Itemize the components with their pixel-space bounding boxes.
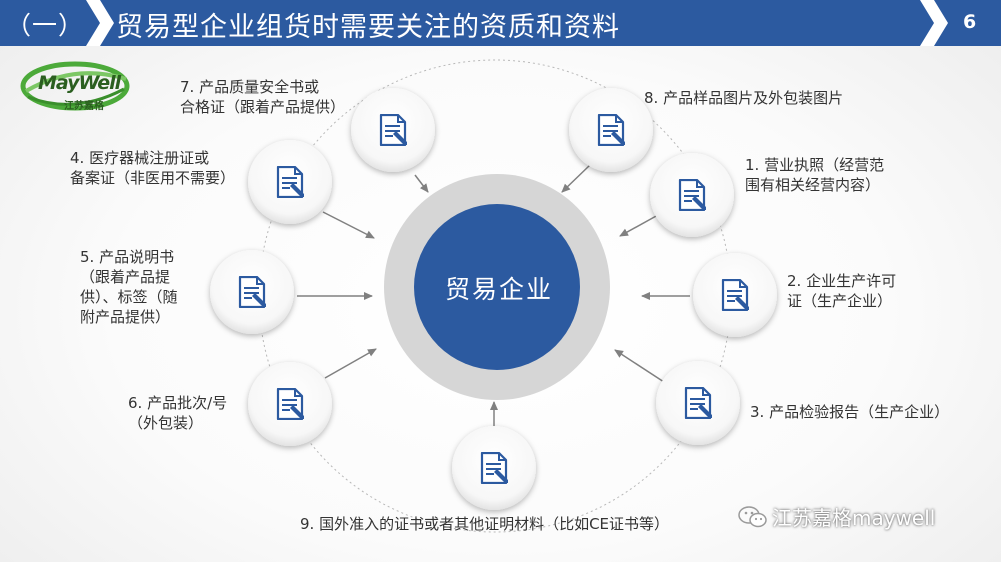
item-label-line: 1. 营业执照（经营范 (745, 156, 885, 174)
arrow-6 (324, 348, 377, 379)
item-label-line: （跟着产品提 (80, 268, 171, 286)
document-pen-icon (721, 279, 750, 311)
item-label-8: 8. 产品样品图片及外包装图片 (644, 88, 843, 108)
document-pen-icon (684, 387, 713, 419)
document-pen-icon (238, 276, 267, 308)
node-9 (452, 426, 536, 510)
item-label-line: 5. 产品说明书 (80, 248, 175, 266)
document-pen-icon (480, 452, 509, 484)
item-label-line: 围有相关经营内容） (745, 176, 881, 194)
page-title: 贸易型企业组货时需要关注的资质和资料 (116, 12, 620, 43)
item-label-3: 3. 产品检验报告（生产企业） (750, 402, 949, 422)
node-4 (248, 140, 332, 224)
item-label-line: 附产品提供） (80, 308, 171, 326)
item-label-line: 合格证（跟着产品提供） (180, 98, 346, 116)
watermark-text: 江苏嘉格maywell (772, 506, 936, 530)
wechat-icon (738, 506, 767, 528)
arrow-8 (561, 164, 591, 193)
center-circle (414, 204, 580, 370)
header-chevron-icon (86, 0, 114, 46)
arrow-7 (414, 174, 429, 193)
item-label-6: 6. 产品批次/号 （外包装） (128, 393, 227, 433)
header-chevron-icon (920, 0, 948, 46)
item-label-9: 9. 国外准入的证书或者其他证明材料（比如CE证书等） (300, 514, 669, 534)
item-label-line: 6. 产品批次/号 (128, 394, 228, 412)
item-label-7: 7. 产品质量安全书或 合格证（跟着产品提供） (180, 77, 345, 117)
item-label-1: 1. 营业执照（经营范 围有相关经营内容） (745, 155, 884, 195)
logo-brand: MayWell (38, 72, 121, 94)
page-number: 6 (963, 11, 977, 33)
header-bar: （一） 贸易型企业组货时需要关注的资质和资料 6 (0, 0, 1001, 46)
document-pen-icon (379, 114, 408, 146)
document-pen-icon (276, 388, 305, 420)
arrow-4 (322, 211, 375, 239)
item-label-line: 备案证（非医用不需要） (70, 169, 236, 187)
logo-swoosh-icon (20, 61, 130, 111)
node-5 (210, 250, 294, 334)
item-label-line: （外包装） (128, 414, 204, 432)
document-pen-icon (597, 114, 626, 146)
section-label: （一） (6, 11, 85, 40)
item-label-2: 2. 企业生产许可 证（生产企业） (787, 271, 896, 311)
item-label-5: 5. 产品说明书 （跟着产品提 供）、标签（随 附产品提供） (80, 247, 178, 327)
center-label: 贸易企业 (444, 275, 553, 304)
node-1 (650, 153, 734, 237)
logo-subtitle: 江苏嘉格 (64, 101, 104, 112)
item-label-line: 4. 医疗器械注册证或 (70, 149, 210, 167)
node-6 (248, 362, 332, 446)
item-label-line: 9. 国外准入的证书或者其他证明材料（比如CE证书等） (300, 515, 670, 533)
item-label-line: 3. 产品检验报告（生产企业） (750, 403, 950, 421)
header-title-box (100, 0, 930, 46)
header-section-box (0, 0, 100, 46)
item-label-line: 8. 产品样品图片及外包装图片 (644, 89, 844, 107)
item-label-line: 7. 产品质量安全书或 (180, 78, 320, 96)
node-8 (569, 88, 653, 172)
arrow-1 (619, 214, 659, 237)
item-label-line: 证（生产企业） (787, 292, 893, 310)
node-7 (351, 88, 435, 172)
node-3 (656, 361, 740, 445)
document-pen-icon (276, 166, 305, 198)
item-label-line: 供）、标签（随 (80, 288, 178, 306)
node-2 (693, 253, 777, 337)
arrow-3 (614, 349, 665, 383)
logo: MayWell 江苏嘉格 (20, 57, 130, 119)
item-label-4: 4. 医疗器械注册证或 备案证（非医用不需要） (70, 148, 235, 188)
item-label-line: 2. 企业生产许可 (787, 272, 897, 290)
document-pen-icon (678, 179, 707, 211)
